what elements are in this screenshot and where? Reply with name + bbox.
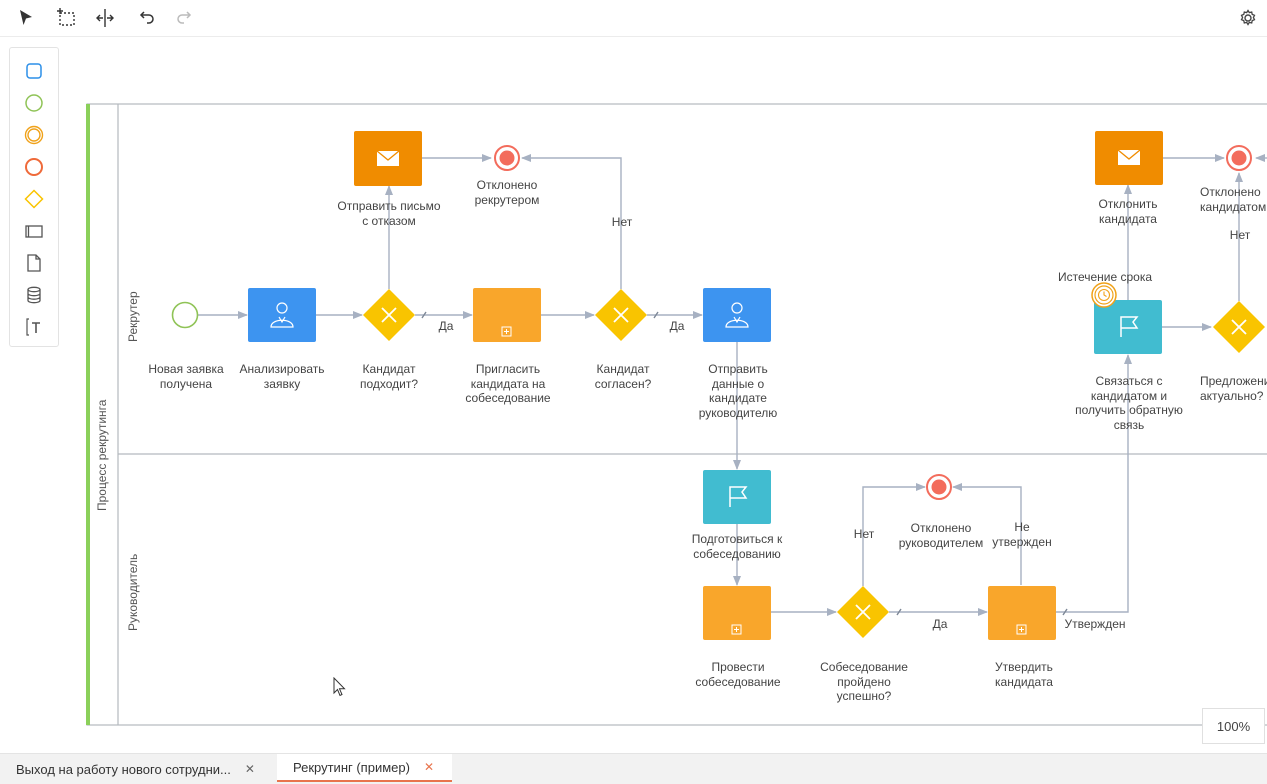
close-icon[interactable]: ✕ <box>423 760 434 774</box>
exclusive-x-icon <box>855 604 871 620</box>
envelope-icon <box>376 150 400 166</box>
label-gw-offer: Предложение актуально? <box>1200 374 1267 403</box>
end-rejected-manager[interactable] <box>926 474 952 500</box>
label-gw-interview: Собеседование пройдено успешно? <box>820 660 908 703</box>
toolbar <box>0 0 1267 37</box>
flow-label-no: Нет <box>611 215 633 229</box>
flow-label-no: Нет <box>853 527 875 541</box>
gear-icon[interactable] <box>1236 6 1260 30</box>
diagram-canvas[interactable]: Процесс рекрутинга Рекрутер Руководитель… <box>0 37 1267 753</box>
flow-label-yes: Да <box>438 319 454 333</box>
lasso-select-icon[interactable] <box>54 6 78 30</box>
user-icon <box>270 302 294 328</box>
label-approve: Утвердить кандидата <box>995 660 1053 689</box>
zoom-level[interactable]: 100% <box>1202 708 1265 744</box>
envelope-icon <box>1117 149 1141 165</box>
flow-label-approved: Утвержден <box>1064 617 1126 631</box>
gateway-agree[interactable] <box>595 289 647 341</box>
data-store-icon[interactable] <box>22 283 46 307</box>
element-palette <box>9 47 59 347</box>
flag-icon <box>729 486 748 507</box>
task-reject-candidate[interactable] <box>1095 131 1163 185</box>
tab-label: Рекрутинг (пример) <box>293 759 410 775</box>
flag-icon <box>1120 316 1139 337</box>
end-rejected-candidate[interactable] <box>1226 145 1252 171</box>
task-contact[interactable] <box>1094 300 1162 354</box>
label-gw-suitable: Кандидат подходит? <box>359 362 419 391</box>
gateway-icon[interactable] <box>22 187 46 211</box>
select-arrow-icon[interactable] <box>14 6 38 30</box>
label-start: Новая заявка получена <box>148 362 224 391</box>
intermediate-event-icon[interactable] <box>22 123 46 147</box>
label-gw-agree: Кандидат согласен? <box>594 362 652 391</box>
mouse-cursor-icon <box>333 677 346 697</box>
close-icon[interactable]: ✕ <box>244 762 255 776</box>
pool-label: Процесс рекрутинга <box>95 399 109 511</box>
task-send-manager[interactable] <box>703 288 771 342</box>
label-contact: Связаться с кандидатом и получить обратн… <box>1075 374 1183 432</box>
gateway-interview[interactable] <box>837 586 889 638</box>
task-analyze[interactable] <box>248 288 316 342</box>
exclusive-x-icon <box>613 307 629 323</box>
document-tabs: Выход на работу нового сотрудни... ✕ Рек… <box>0 753 1267 784</box>
task-shape-icon[interactable] <box>22 59 46 83</box>
subprocess-icon[interactable] <box>22 219 46 243</box>
exclusive-x-icon <box>381 307 397 323</box>
subprocess-invite[interactable] <box>473 288 541 342</box>
data-object-icon[interactable] <box>22 251 46 275</box>
undo-icon[interactable] <box>134 6 158 30</box>
subprocess-approve[interactable] <box>988 586 1056 640</box>
pool-frame <box>86 103 1267 726</box>
user-icon <box>725 302 749 328</box>
gateway-suitable[interactable] <box>363 289 415 341</box>
sequence-flows <box>198 154 1267 616</box>
start-event-icon[interactable] <box>22 91 46 115</box>
tab-label: Выход на работу нового сотрудни... <box>16 761 231 777</box>
clock-icon <box>1097 288 1111 302</box>
label-interview: Провести собеседование <box>695 660 781 689</box>
label-timer: Истечение срока <box>1057 270 1153 284</box>
flow-label-not-approved: Не утвержден <box>992 520 1052 549</box>
tab-recruiting[interactable]: Рекрутинг (пример) ✕ <box>277 754 452 782</box>
start-event[interactable] <box>171 301 199 329</box>
flow-label-yes: Да <box>669 319 685 333</box>
label-send-reject: Отправить письмо с отказом <box>337 199 441 228</box>
label-end-rejected-candidate: Отклонено кандидатом <box>1200 185 1267 214</box>
exclusive-x-icon <box>1231 319 1247 335</box>
tab-onboarding[interactable]: Выход на работу нового сотрудни... ✕ <box>0 754 277 784</box>
lane-label-manager: Руководитель <box>126 553 140 631</box>
task-send-reject[interactable] <box>354 131 422 186</box>
text-annotation-icon[interactable] <box>22 315 46 339</box>
end-event-icon[interactable] <box>22 155 46 179</box>
bpmn-diagram <box>86 103 1267 726</box>
gateway-offer[interactable] <box>1213 301 1265 353</box>
space-tool-icon[interactable] <box>93 6 117 30</box>
flow-label-yes: Да <box>932 617 948 631</box>
end-rejected-recruiter[interactable] <box>494 145 520 171</box>
lane-label-recruiter: Рекрутер <box>126 291 140 342</box>
subprocess-interview[interactable] <box>703 586 771 640</box>
label-send-manager: Отправить данные о кандидате руководител… <box>698 362 778 420</box>
label-analyze: Анализировать заявку <box>239 362 325 391</box>
flow-label-no: Нет <box>1229 228 1251 242</box>
task-prepare[interactable] <box>703 470 771 524</box>
label-invite: Пригласить кандидата на собеседование <box>465 362 551 405</box>
label-end-rejected-manager: Отклонено руководителем <box>898 521 984 550</box>
timer-boundary-event[interactable] <box>1091 282 1117 308</box>
label-reject-candidate: Отклонить кандидата <box>1098 197 1158 226</box>
label-prepare: Подготовиться к собеседованию <box>691 532 783 561</box>
label-end-rejected-recruiter: Отклонено рекрутером <box>474 178 540 207</box>
redo-icon[interactable] <box>173 6 197 30</box>
